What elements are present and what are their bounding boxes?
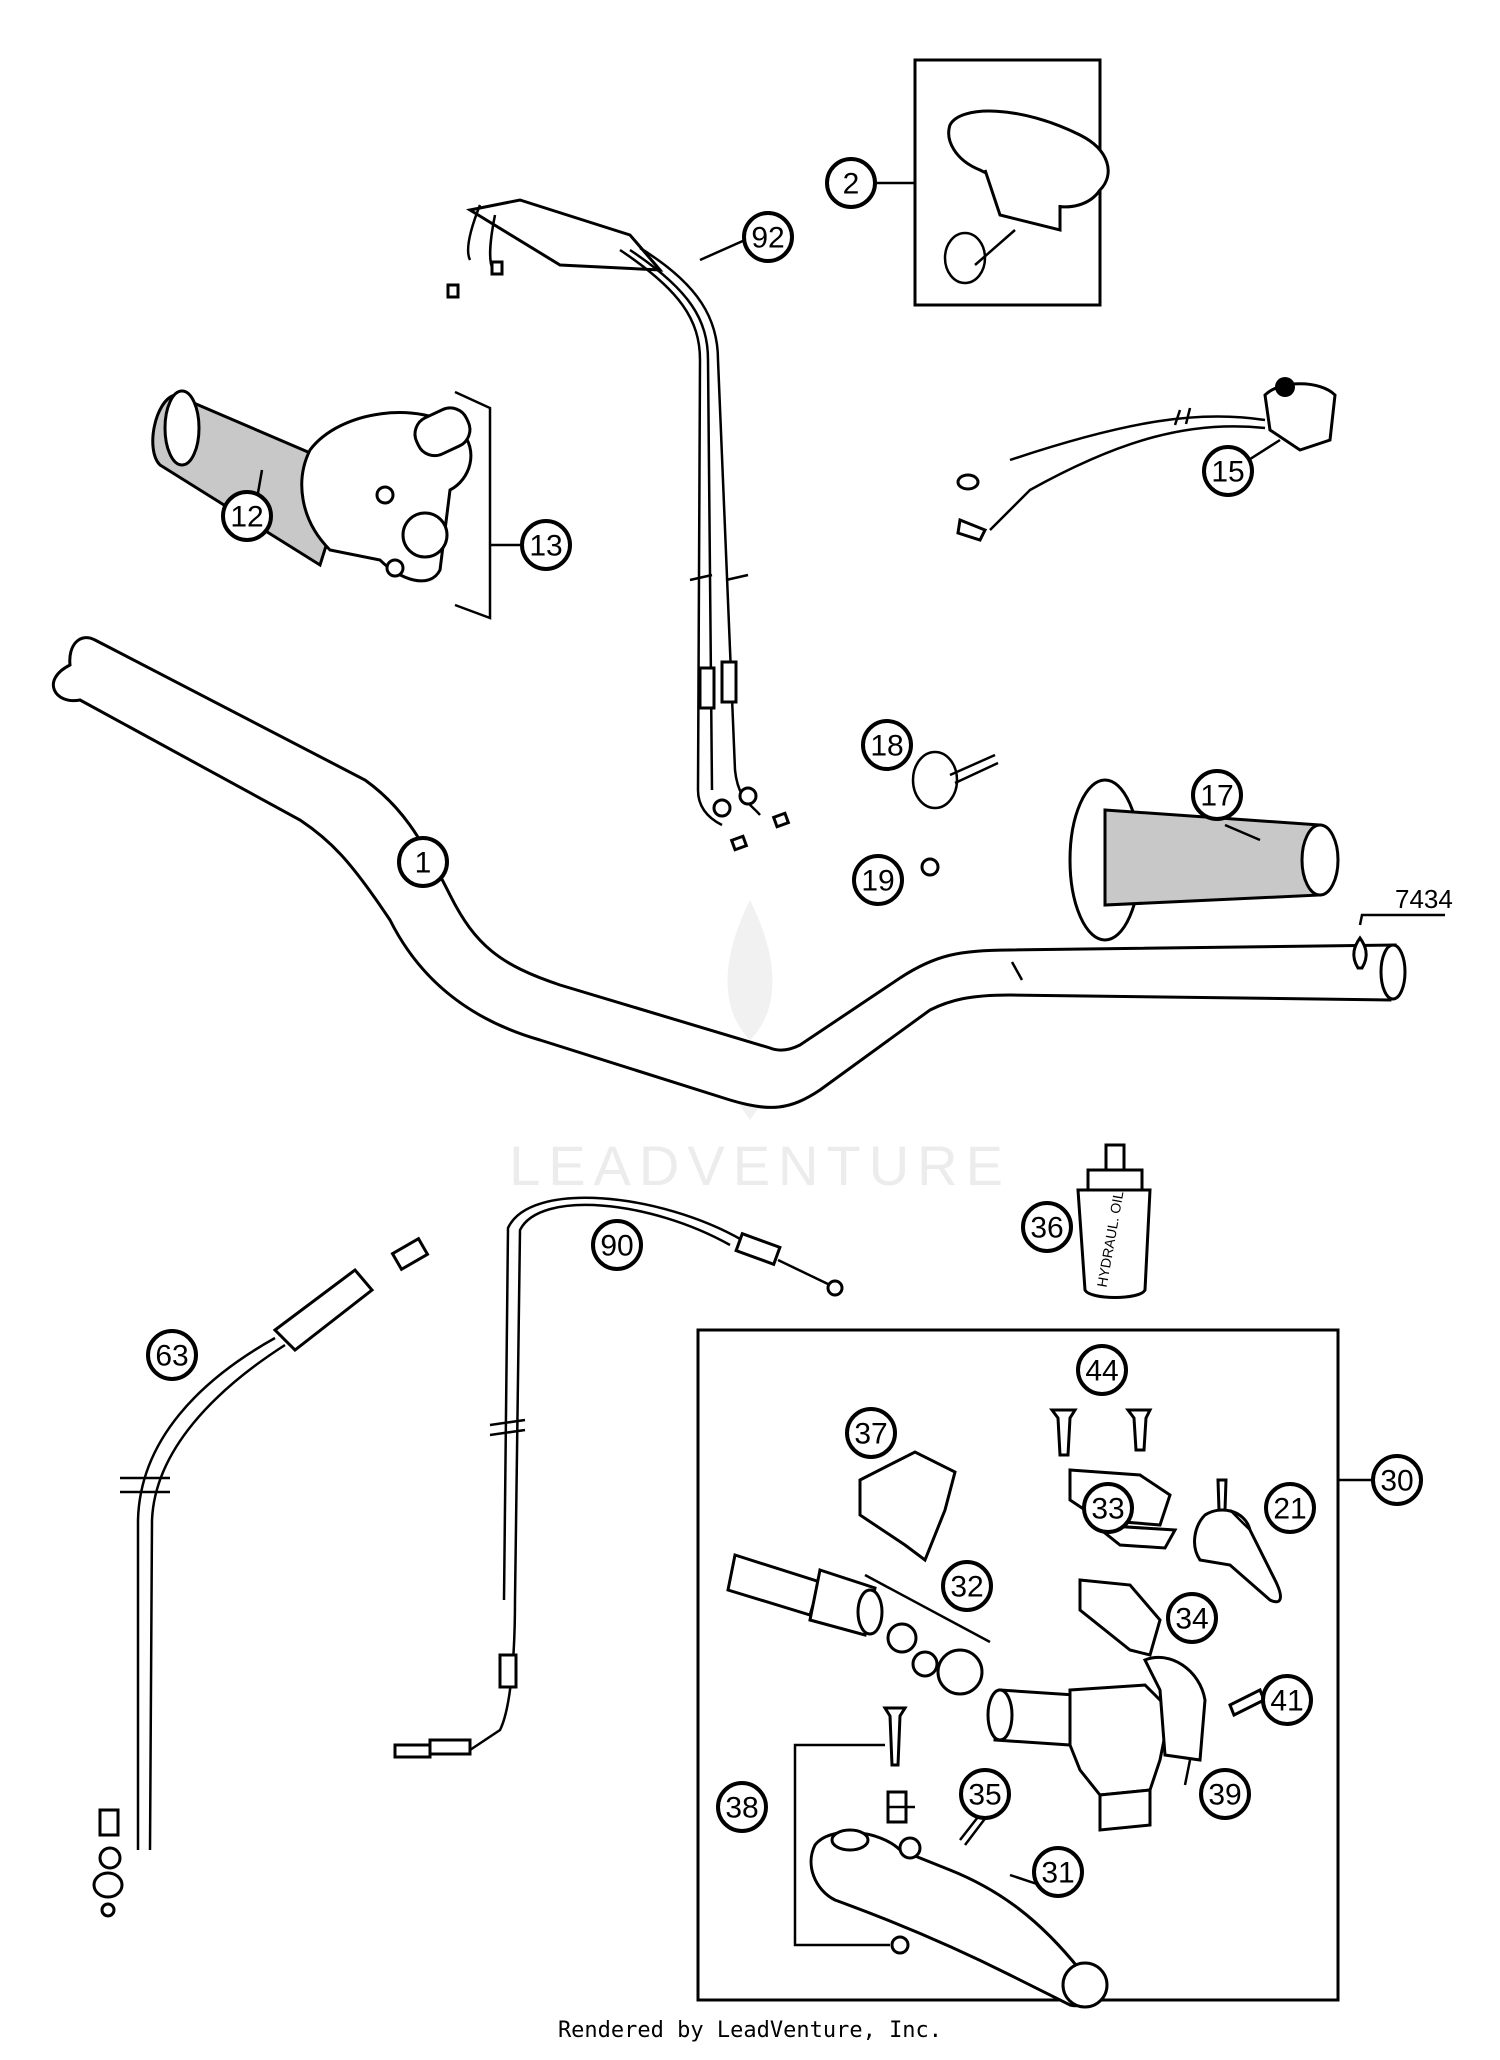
callout-circle bbox=[1076, 1344, 1128, 1396]
reference-droplet bbox=[1352, 935, 1368, 970]
callout-38: 38 bbox=[716, 1781, 768, 1833]
brake-lever-31 bbox=[809, 1828, 1109, 2009]
callout-circle bbox=[520, 519, 572, 571]
callout-number: 92 bbox=[751, 222, 784, 255]
cable-tie bbox=[911, 750, 999, 810]
callout-circle bbox=[845, 1407, 897, 1459]
callout-number: 30 bbox=[1380, 1465, 1413, 1498]
callout-circle bbox=[146, 1329, 198, 1381]
callout-circle bbox=[742, 211, 794, 263]
callout-circle bbox=[959, 1768, 1011, 1820]
left-grip bbox=[1068, 778, 1340, 942]
screws-44 bbox=[1049, 1408, 1153, 1457]
callout-92: 92 bbox=[742, 211, 794, 263]
callout-63: 63 bbox=[146, 1329, 198, 1381]
clamp-37 bbox=[858, 1450, 957, 1563]
callout-13: 13 bbox=[520, 519, 572, 571]
callout-circle bbox=[941, 1560, 993, 1612]
pivot-pin-38 bbox=[793, 1706, 910, 1955]
callout-circle bbox=[825, 157, 877, 209]
callout-number: 35 bbox=[968, 1779, 1001, 1812]
callout-circle bbox=[1199, 1768, 1251, 1820]
callout-37: 37 bbox=[845, 1407, 897, 1459]
kill-switch bbox=[956, 377, 1337, 542]
callout-number: 15 bbox=[1211, 456, 1244, 489]
callout-number: 37 bbox=[854, 1418, 887, 1451]
callout-circle bbox=[1166, 1592, 1218, 1644]
footer-credit: Rendered by LeadVenture, Inc. bbox=[557, 2018, 943, 2043]
callout-32: 32 bbox=[941, 1560, 993, 1612]
callout-number: 17 bbox=[1200, 780, 1233, 813]
callout-12: 12 bbox=[221, 490, 273, 542]
callout-number: 90 bbox=[600, 1230, 633, 1263]
callout-circle bbox=[591, 1219, 643, 1271]
callout-number: 63 bbox=[155, 1340, 188, 1373]
callout-number: 38 bbox=[725, 1792, 758, 1825]
callout-39: 39 bbox=[1199, 1768, 1251, 1820]
brake-hose bbox=[92, 1236, 430, 1918]
callout-number: 33 bbox=[1091, 1493, 1124, 1526]
callout-circle bbox=[1202, 445, 1254, 497]
callout-circle bbox=[1021, 1201, 1073, 1253]
nut-19 bbox=[920, 857, 940, 877]
callout-15: 15 bbox=[1202, 445, 1254, 497]
throttle-grip bbox=[151, 389, 473, 583]
callout-circle bbox=[1032, 1846, 1084, 1898]
callout-number: 41 bbox=[1270, 1685, 1303, 1718]
callout-17: 17 bbox=[1191, 769, 1243, 821]
callout-number: 39 bbox=[1208, 1779, 1241, 1812]
handlebar-cover bbox=[943, 109, 1110, 285]
callout-18: 18 bbox=[861, 719, 913, 771]
callout-circle bbox=[1191, 769, 1243, 821]
callout-circle bbox=[1261, 1674, 1313, 1726]
callout-circle bbox=[221, 490, 273, 542]
master-cylinder-39 bbox=[986, 1655, 1207, 1832]
callout-circle bbox=[852, 854, 904, 906]
callout-35: 35 bbox=[959, 1768, 1011, 1820]
piston-32 bbox=[726, 1553, 991, 1696]
callout-number: 18 bbox=[870, 730, 903, 763]
callout-41: 41 bbox=[1261, 1674, 1313, 1726]
clutch-cable bbox=[393, 1196, 844, 1759]
callout-number: 1 bbox=[415, 847, 432, 880]
callout-number: 36 bbox=[1030, 1212, 1063, 1245]
callout-36: 36 bbox=[1021, 1201, 1073, 1253]
callout-circle bbox=[397, 836, 449, 888]
callout-30: 30 bbox=[1371, 1454, 1423, 1506]
callout-circle bbox=[716, 1781, 768, 1833]
throttle-cable-set bbox=[446, 198, 791, 852]
reference-label: 7434 bbox=[1395, 884, 1453, 914]
callout-circle bbox=[1371, 1454, 1423, 1506]
callout-44: 44 bbox=[1076, 1344, 1128, 1396]
callout-2: 2 bbox=[825, 157, 877, 209]
callout-number: 12 bbox=[230, 501, 263, 534]
callout-1: 1 bbox=[397, 836, 449, 888]
callout-34: 34 bbox=[1166, 1592, 1218, 1644]
callout-number: 19 bbox=[861, 865, 894, 898]
callout-number: 13 bbox=[529, 530, 562, 563]
callout-number: 32 bbox=[950, 1571, 983, 1604]
callout-90: 90 bbox=[591, 1219, 643, 1271]
callout-21: 21 bbox=[1264, 1482, 1316, 1534]
callout-number: 31 bbox=[1041, 1857, 1074, 1890]
watermark-text: LEADVENTURE bbox=[509, 1134, 1011, 1197]
screw-41 bbox=[1228, 1687, 1266, 1718]
bracket-34 bbox=[1078, 1578, 1162, 1657]
callout-31: 31 bbox=[1032, 1846, 1084, 1898]
callout-number: 21 bbox=[1273, 1493, 1306, 1526]
callout-circle bbox=[1264, 1482, 1316, 1534]
throttle-housing-bracket bbox=[454, 390, 492, 620]
callout-number: 44 bbox=[1085, 1355, 1118, 1388]
callout-number: 34 bbox=[1175, 1603, 1208, 1636]
callout-33: 33 bbox=[1082, 1482, 1134, 1534]
callout-circle bbox=[1082, 1482, 1134, 1534]
callout-circle bbox=[861, 719, 913, 771]
brake-assembly-box bbox=[696, 1328, 1340, 2002]
callout-19: 19 bbox=[852, 854, 904, 906]
hydraulic-oil-bottle: HYDRAUL. OIL bbox=[1076, 1143, 1152, 1299]
callout-number: 2 bbox=[843, 168, 860, 201]
